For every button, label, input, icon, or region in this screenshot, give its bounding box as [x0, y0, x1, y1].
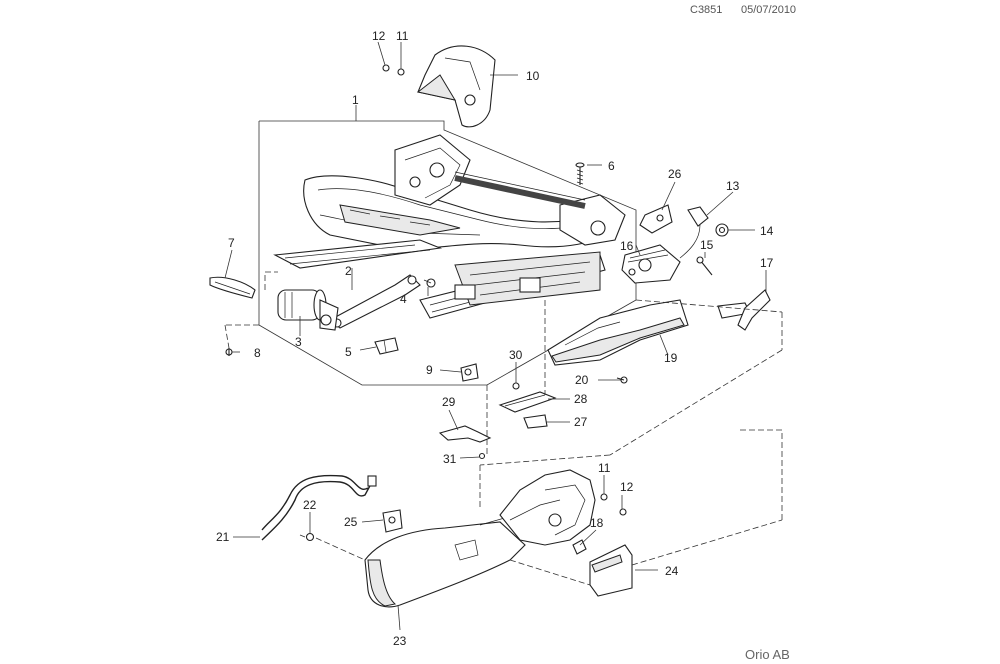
callout-30: 30 [509, 348, 523, 362]
callout-28: 28 [574, 392, 588, 406]
callout-24: 24 [665, 564, 679, 578]
drawing-date: 05/07/2010 [741, 4, 797, 16]
callout-5: 5 [345, 345, 352, 359]
callout-19: 19 [664, 351, 678, 365]
callout-labels: 1 2 3 4 5 6 7 8 9 10 11 12 13 14 15 16 1… [216, 29, 774, 648]
callout-31: 31 [443, 452, 457, 466]
switch-bracket [382, 509, 403, 533]
outer-seat-trim [364, 514, 531, 608]
screw-20 [616, 376, 628, 384]
fastener-22 [305, 532, 315, 542]
callout-12: 12 [372, 29, 386, 43]
nut-lower [600, 493, 608, 501]
callout-2: 2 [345, 264, 352, 278]
callout-29: 29 [442, 395, 456, 409]
screw [575, 162, 585, 185]
callout-16: 16 [620, 239, 634, 253]
callout-26: 26 [668, 167, 682, 181]
callout-21: 21 [216, 530, 230, 544]
callout-8: 8 [254, 346, 261, 360]
leader-lines [224, 41, 767, 631]
callout-15: 15 [700, 238, 714, 252]
bracket [639, 204, 673, 234]
screw-31 [478, 452, 486, 460]
clip [374, 337, 399, 355]
lever-handle [209, 276, 256, 299]
callout-18: 18 [590, 516, 604, 530]
callout-14: 14 [760, 224, 774, 238]
callout-11-lower: 11 [598, 461, 611, 475]
adjuster-module [621, 244, 681, 284]
rear-cover [589, 544, 633, 597]
screw-lower [619, 508, 627, 516]
rear-side-shell [499, 469, 596, 546]
callout-13: 13 [726, 179, 740, 193]
nut-top [397, 68, 405, 76]
callout-10: 10 [526, 69, 540, 83]
callout-23: 23 [393, 634, 407, 648]
motor [277, 289, 339, 331]
grommet [715, 223, 729, 237]
brand-footer: Orio AB [745, 647, 790, 662]
bolt [423, 278, 436, 288]
callout-17: 17 [760, 256, 774, 270]
bolt-15 [696, 256, 713, 276]
recliner-cover [416, 45, 496, 128]
rail-bracket [498, 391, 557, 413]
callout-4: 4 [400, 292, 407, 306]
side-trim [547, 299, 689, 366]
callout-11: 11 [396, 29, 409, 43]
rail-clip [523, 414, 548, 429]
nut-30 [512, 382, 520, 390]
callout-6: 6 [608, 159, 615, 173]
slider-clip [460, 363, 479, 382]
drawing-id: C3851 [690, 4, 723, 16]
phantom-lines [224, 271, 783, 586]
callout-3: 3 [295, 335, 302, 349]
cable-connector [679, 206, 709, 259]
cover-plate [438, 425, 492, 443]
screw-top [382, 64, 390, 72]
callout-12-lower: 12 [620, 480, 634, 494]
callout-27: 27 [574, 415, 588, 429]
fastener-18 [572, 539, 587, 555]
callout-20: 20 [575, 373, 589, 387]
screw-small [225, 348, 233, 356]
callout-1: 1 [352, 93, 359, 107]
callout-9: 9 [426, 363, 433, 377]
callout-25: 25 [344, 515, 358, 529]
seat-frame [273, 134, 626, 319]
callout-7: 7 [228, 236, 235, 250]
switch-harness [261, 474, 377, 541]
callout-22: 22 [303, 498, 317, 512]
